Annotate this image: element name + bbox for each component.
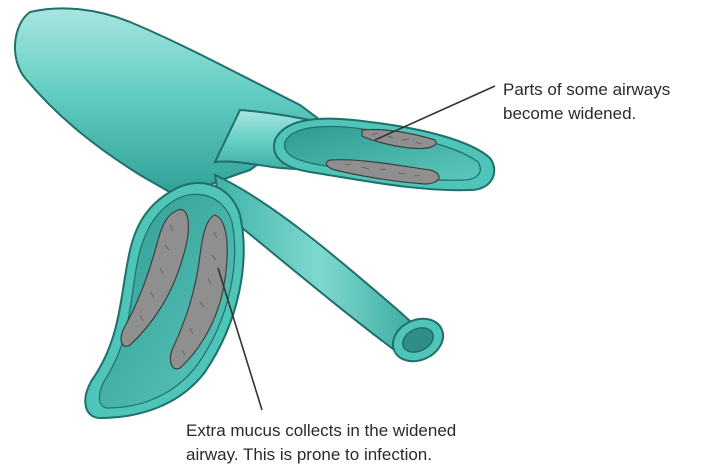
main-bronchus [15,8,320,198]
widened-airways-label: Parts of some airways become widened. [503,78,670,126]
widened-airways-label-line1: Parts of some airways [503,78,670,102]
extra-mucus-label-line2: airway. This is prone to infection. [186,443,456,467]
leader-line-widened [375,86,495,140]
extra-mucus-label-line1: Extra mucus collects in the widened [186,419,456,443]
widened-airways-label-line2: become widened. [503,102,670,126]
lower-right-branch [215,175,423,358]
extra-mucus-label: Extra mucus collects in the widened airw… [186,419,456,467]
